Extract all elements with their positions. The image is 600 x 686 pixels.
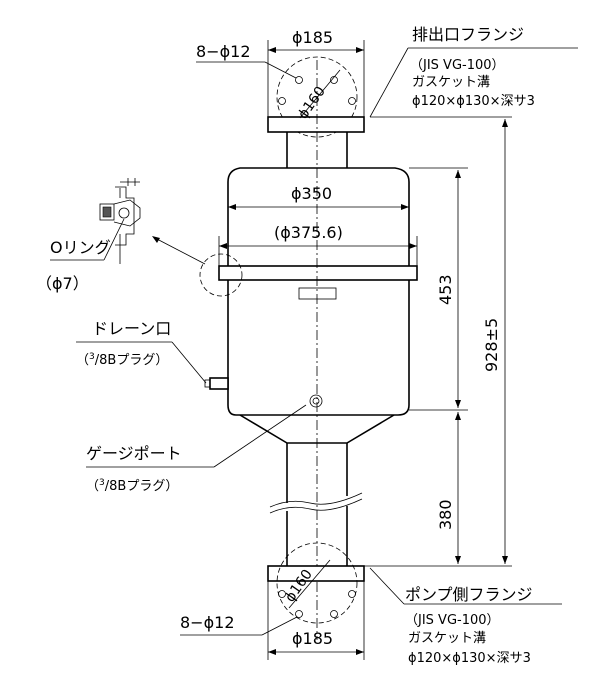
drain-callout: ドレーン口 （3/8Bプラグ） bbox=[76, 319, 229, 390]
bottom-bolts-label: 8−ϕ12 bbox=[180, 613, 235, 632]
outlet-flange-gasket: ガスケット溝 bbox=[412, 75, 490, 90]
oring-section bbox=[118, 207, 130, 219]
outlet-flange bbox=[267, 56, 365, 168]
drain-label: ドレーン口 bbox=[92, 319, 171, 338]
bottom-flange-dimension: ϕ185 bbox=[267, 581, 365, 660]
pump-flange-spec: （JIS VG-100） bbox=[405, 613, 500, 628]
body-flange-dia-label: (ϕ375.6) bbox=[274, 223, 343, 242]
pump-flange bbox=[267, 542, 365, 624]
bottom-bolt-circle bbox=[276, 542, 358, 624]
outlet-flange-title: 排出口フランジ bbox=[412, 25, 524, 44]
outlet-flange-spec: （JIS VG-100） bbox=[410, 58, 505, 73]
pump-flange-title: ポンプ側フランジ bbox=[405, 585, 533, 604]
outlet-flange-groove: ϕ120×ϕ130×深サ3 bbox=[412, 94, 535, 109]
bolt-hole bbox=[330, 610, 338, 618]
drain-plug bbox=[209, 377, 229, 390]
top-flange-dia-label: ϕ185 bbox=[292, 28, 333, 47]
tank-body bbox=[218, 167, 418, 444]
pipe bbox=[269, 443, 363, 566]
body-dia-label: ϕ350 bbox=[291, 184, 332, 203]
bottom-flange-dia-label: ϕ185 bbox=[292, 629, 333, 648]
body-height-label: 453 bbox=[436, 274, 455, 305]
drain-plug-label: （3/8Bプラグ） bbox=[76, 352, 168, 368]
body-flange bbox=[218, 265, 418, 281]
pump-flange-callout: ポンプ側フランジ （JIS VG-100） ガスケット溝 ϕ120×ϕ130×深… bbox=[364, 565, 562, 666]
oring-size-label: （ϕ7） bbox=[36, 274, 89, 293]
pump-flange-groove: ϕ120×ϕ130×深サ3 bbox=[408, 651, 531, 666]
top-bolts-callout: 8−ϕ12 bbox=[196, 42, 297, 79]
bolt-hole bbox=[278, 97, 286, 105]
bolt-hole bbox=[330, 76, 338, 84]
oring-detail: Oリング （ϕ7） bbox=[36, 178, 243, 297]
body-flange-dimension: (ϕ375.6) bbox=[218, 223, 418, 266]
vertical-dimensions: 453 380 928±5 bbox=[409, 119, 508, 564]
gauge-label: ゲージポート bbox=[86, 444, 182, 463]
bolt-hole bbox=[348, 590, 356, 598]
top-bolt-circle bbox=[276, 56, 358, 138]
top-flange-dimension: ϕ185 bbox=[267, 28, 365, 117]
body-dia-dimension: ϕ350 bbox=[228, 184, 409, 210]
gauge-callout: ゲージポート （3/8Bプラグ） bbox=[86, 394, 323, 494]
pipe-length-label: 380 bbox=[436, 499, 455, 530]
bolt-hole bbox=[278, 590, 286, 598]
bolt-hole bbox=[348, 97, 356, 105]
outlet-flange-plate bbox=[267, 116, 365, 133]
nameplate bbox=[298, 287, 337, 300]
gauge-port bbox=[309, 394, 323, 408]
top-bolts-label: 8−ϕ12 bbox=[196, 42, 251, 61]
pump-flange-plate bbox=[267, 565, 365, 582]
gauge-plug-label: （3/8Bプラグ） bbox=[86, 478, 178, 494]
bottom-bolts-callout: 8−ϕ12 bbox=[180, 613, 298, 636]
bolt-hole bbox=[295, 76, 303, 84]
oring-label: Oリング bbox=[50, 238, 111, 257]
bolt-hole bbox=[295, 610, 303, 618]
outlet-flange-callout: 排出口フランジ （JIS VG-100） ガスケット溝 ϕ120×ϕ130×深サ… bbox=[369, 25, 578, 118]
total-height-label: 928±5 bbox=[482, 318, 501, 372]
pump-flange-gasket: ガスケット溝 bbox=[408, 631, 486, 646]
oring-detail-circle bbox=[199, 253, 243, 297]
